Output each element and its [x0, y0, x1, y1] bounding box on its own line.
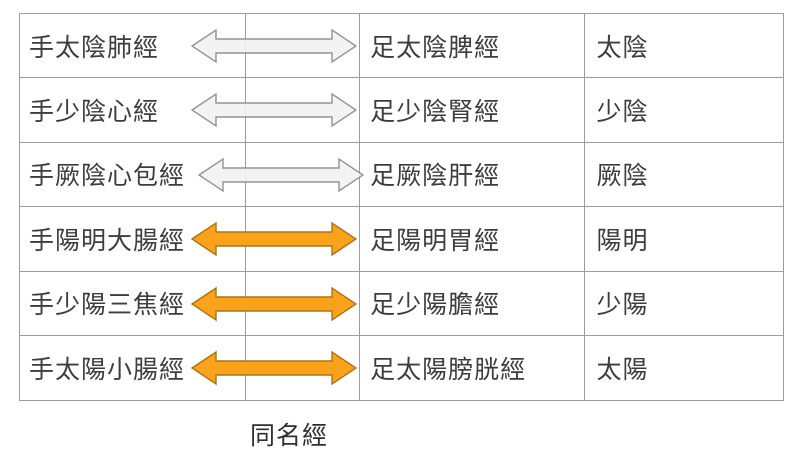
table-row-taiyin: 手太陰肺經 足太陰脾經 太陰 — [20, 14, 783, 79]
foot-meridian-cell: 足太陽膀胱經 — [360, 335, 585, 401]
foot-meridian-cell: 足厥陰肝經 — [360, 142, 585, 207]
foot-meridian-cell: 足太陰脾經 — [360, 14, 585, 78]
group-name-label: 陽明 — [596, 226, 649, 255]
foot-meridian-cell: 足陽明胃經 — [360, 207, 585, 271]
spacer-cell — [246, 207, 361, 271]
group-name-label: 太陰 — [596, 33, 649, 62]
hand-meridian-cell: 手少陽三焦經 — [20, 271, 247, 335]
table-row-shaoyin: 手少陰心經 足少陰腎經 少陰 — [20, 78, 783, 143]
hand-meridian-label: 手陽明大腸經 — [29, 226, 186, 255]
group-name-label: 太陽 — [596, 356, 649, 385]
hand-meridian-cell: 手太陰肺經 — [20, 14, 247, 78]
foot-meridian-label: 足太陽膀胱經 — [370, 356, 527, 385]
hand-meridian-label: 手太陰肺經 — [29, 33, 160, 62]
group-name-label: 少陽 — [596, 291, 649, 320]
foot-meridian-label: 足少陽膽經 — [370, 291, 501, 320]
group-name-cell: 厥陰 — [585, 143, 783, 206]
foot-meridian-label: 足陽明胃經 — [370, 226, 501, 255]
hand-meridian-label: 手少陽三焦經 — [29, 291, 186, 320]
spacer-cell — [246, 271, 361, 335]
foot-meridian-cell: 足少陰腎經 — [360, 78, 585, 142]
group-name-cell: 陽明 — [585, 207, 783, 270]
table-row-taiyang: 手太陽小腸經 足太陽膀胱經 太陽 — [20, 335, 783, 401]
group-name-cell: 太陽 — [585, 336, 783, 400]
hand-meridian-label: 手太陽小腸經 — [29, 356, 186, 385]
meridian-table: 手太陰肺經 足太陰脾經 太陰 手少陰心經 足少陰腎經 少陰 手厥陰心包經 足厥陰… — [19, 13, 784, 401]
hand-meridian-label: 手厥陰心包經 — [29, 162, 186, 191]
hand-meridian-cell: 手太陽小腸經 — [20, 335, 247, 401]
hand-meridian-cell: 手陽明大腸經 — [20, 207, 247, 271]
same-name-meridian-caption: 同名經 — [250, 422, 329, 450]
group-name-cell: 少陽 — [585, 272, 783, 335]
hand-meridian-cell: 手少陰心經 — [20, 78, 247, 142]
hand-meridian-cell: 手厥陰心包經 — [20, 142, 247, 207]
spacer-cell — [246, 14, 361, 78]
foot-meridian-label: 足太陰脾經 — [370, 33, 501, 62]
group-name-label: 厥陰 — [596, 162, 649, 191]
table-row-yangming: 手陽明大腸經 足陽明胃經 陽明 — [20, 207, 783, 272]
spacer-cell — [246, 142, 361, 207]
table-row-jueyin: 手厥陰心包經 足厥陰肝經 厥陰 — [20, 142, 783, 208]
foot-meridian-label: 足厥陰肝經 — [370, 162, 501, 191]
group-name-label: 少陰 — [596, 98, 649, 127]
foot-meridian-cell: 足少陽膽經 — [360, 271, 585, 335]
group-name-cell: 太陰 — [585, 14, 783, 77]
table-row-shaoyang: 手少陽三焦經 足少陽膽經 少陽 — [20, 271, 783, 336]
spacer-cell — [246, 78, 361, 142]
foot-meridian-label: 足少陰腎經 — [370, 98, 501, 127]
hand-meridian-label: 手少陰心經 — [29, 98, 160, 127]
spacer-cell — [246, 335, 361, 401]
group-name-cell: 少陰 — [585, 78, 783, 141]
